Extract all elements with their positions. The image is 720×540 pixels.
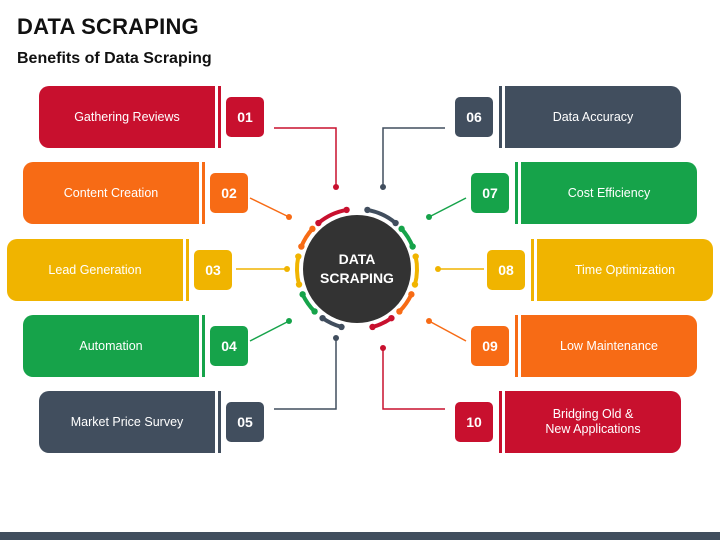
ring-arc-03 bbox=[295, 254, 302, 287]
benefit-pill: Data Accuracy bbox=[505, 86, 681, 148]
benefit-number: 03 bbox=[205, 262, 221, 278]
pill-stripe bbox=[515, 162, 518, 224]
connector-dot-05 bbox=[333, 335, 339, 341]
pill-stripe bbox=[202, 162, 205, 224]
pill-stripe bbox=[499, 86, 502, 148]
benefit-pill: Gathering Reviews bbox=[39, 86, 215, 148]
ring-arc-08 bbox=[412, 254, 419, 287]
benefit-label: Content Creation bbox=[63, 185, 159, 200]
ring-dot-09-b bbox=[396, 308, 403, 315]
connector-dot-03 bbox=[284, 266, 290, 272]
benefit-number-badge: 08 bbox=[487, 250, 525, 290]
ring-dot-07-a bbox=[398, 225, 405, 233]
ring-dot-07-b bbox=[409, 243, 416, 250]
ring-dot-10-a bbox=[388, 314, 395, 322]
connector-dot-02 bbox=[286, 214, 292, 220]
benefit-pill: Low Maintenance bbox=[521, 315, 697, 377]
benefit-number: 04 bbox=[221, 338, 237, 354]
ring-dot-01-a bbox=[315, 219, 322, 227]
connector-line-10 bbox=[382, 348, 445, 410]
ring-dot-02-b bbox=[309, 225, 316, 233]
ring-dot-04-a bbox=[311, 308, 318, 315]
benefit-pill: Lead Generation bbox=[7, 239, 183, 301]
pill-stripe bbox=[202, 315, 205, 377]
benefit-label: Time Optimization bbox=[574, 262, 676, 277]
ring-dot-03-b bbox=[295, 253, 302, 260]
benefit-pill: Time Optimization bbox=[537, 239, 713, 301]
benefit-number: 06 bbox=[466, 109, 482, 125]
pill-stripe bbox=[515, 315, 518, 377]
connector-line-01 bbox=[274, 127, 337, 187]
benefit-number: 08 bbox=[498, 262, 514, 278]
benefit-pill: Cost Efficiency bbox=[521, 162, 697, 224]
benefit-label: Data Accuracy bbox=[552, 109, 634, 124]
connector-line-09 bbox=[428, 320, 467, 342]
benefit-label: Cost Efficiency bbox=[567, 185, 651, 200]
benefit-number: 02 bbox=[221, 185, 237, 201]
benefit-label: Lead Generation bbox=[48, 262, 142, 277]
ring-dot-01-b bbox=[343, 206, 350, 214]
connector-dot-09 bbox=[426, 318, 432, 324]
benefit-number-badge: 09 bbox=[471, 326, 509, 366]
benefit-number-badge: 04 bbox=[210, 326, 248, 366]
center-hub: DATA SCRAPING bbox=[303, 215, 411, 323]
ring-dot-03-a bbox=[295, 281, 303, 288]
benefit-number: 09 bbox=[482, 338, 498, 354]
ring-dot-08-b bbox=[411, 281, 419, 288]
pill-stripe bbox=[499, 391, 502, 453]
connector-line-02 bbox=[249, 197, 290, 218]
pill-stripe bbox=[218, 86, 221, 148]
benefit-number: 10 bbox=[466, 414, 482, 430]
benefit-number-badge: 06 bbox=[455, 97, 493, 137]
pill-stripe bbox=[531, 239, 534, 301]
benefit-label: Low Maintenance bbox=[560, 338, 658, 353]
ring-dot-09-a bbox=[408, 291, 415, 298]
ring-dot-10-b bbox=[369, 323, 376, 331]
connector-dot-08 bbox=[435, 266, 441, 272]
benefit-number: 07 bbox=[482, 185, 498, 201]
page-title: DATA SCRAPING bbox=[17, 14, 199, 39]
center-label-line1: DATA bbox=[338, 251, 376, 267]
benefit-number-badge: 07 bbox=[471, 173, 509, 213]
connector-dot-06 bbox=[380, 184, 386, 190]
pill-stripe bbox=[218, 391, 221, 453]
benefit-number-badge: 01 bbox=[226, 97, 264, 137]
connector-dot-07 bbox=[426, 214, 432, 220]
benefit-number-badge: 05 bbox=[226, 402, 264, 442]
benefit-number-badge: 02 bbox=[210, 173, 248, 213]
pill-stripe bbox=[186, 239, 189, 301]
benefit-number-badge: 10 bbox=[455, 402, 493, 442]
connector-line-07 bbox=[428, 197, 467, 218]
benefit-label: Automation bbox=[79, 338, 143, 353]
benefit-number: 05 bbox=[237, 414, 253, 430]
benefit-pill: Automation bbox=[23, 315, 199, 377]
benefit-number-badge: 03 bbox=[194, 250, 232, 290]
benefit-label: Gathering Reviews bbox=[74, 109, 180, 124]
connector-dot-01 bbox=[333, 184, 339, 190]
benefit-label: Bridging Old & New Applications bbox=[545, 407, 641, 436]
ring-dot-05-a bbox=[338, 323, 345, 331]
ring-dot-04-b bbox=[299, 291, 306, 298]
bottom-bar bbox=[0, 532, 720, 540]
connector-dot-10 bbox=[380, 345, 386, 351]
benefit-pill: Content Creation bbox=[23, 162, 199, 224]
benefit-pill: Market Price Survey bbox=[39, 391, 215, 453]
connector-line-05 bbox=[274, 338, 337, 410]
ring-dot-06-a bbox=[364, 206, 371, 214]
connector-line-04 bbox=[249, 320, 290, 342]
center-label-line2: SCRAPING bbox=[320, 270, 394, 286]
page-subtitle: Benefits of Data Scraping bbox=[17, 50, 212, 67]
ring-dot-06-b bbox=[392, 219, 399, 227]
ring-dot-08-a bbox=[412, 253, 419, 260]
center-ring bbox=[295, 206, 419, 331]
ring-dot-02-a bbox=[298, 243, 305, 250]
connector-dot-04 bbox=[286, 318, 292, 324]
connector-line-06 bbox=[382, 127, 445, 187]
connector-lines bbox=[236, 127, 484, 410]
ring-dot-05-b bbox=[319, 314, 326, 322]
benefit-label: Market Price Survey bbox=[70, 414, 184, 429]
benefit-number: 01 bbox=[237, 109, 253, 125]
benefit-pill: Bridging Old & New Applications bbox=[505, 391, 681, 453]
